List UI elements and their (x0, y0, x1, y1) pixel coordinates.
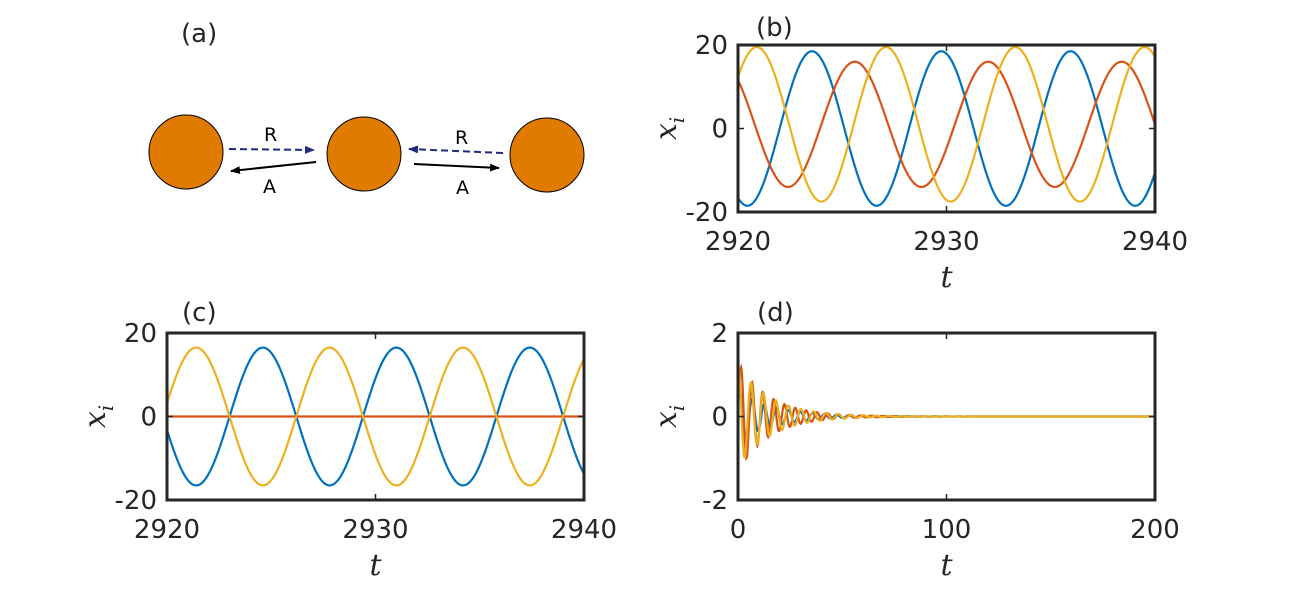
node-2 (326, 116, 402, 192)
x-axis-label: t (940, 260, 953, 295)
repulsive-label-1: R (264, 124, 277, 146)
y-tick-label: -20 (686, 198, 728, 228)
y-tick-label: -2 (702, 486, 728, 516)
plot-c: 2920 2930 2940 20 0 -20 t xi (78, 319, 617, 583)
x-axis-label: t (369, 548, 382, 583)
series-group (738, 45, 1155, 207)
plot-b: 2920 2930 2940 20 0 -20 t xi (649, 31, 1188, 295)
series-group (167, 346, 584, 487)
y-tick-label: 0 (711, 115, 728, 145)
repulsive-label-2: R (455, 127, 468, 149)
y-tick-label: 0 (140, 403, 157, 433)
panel-label-c: (c) (182, 298, 217, 328)
attractive-arrow-2 (413, 163, 500, 172)
x-axis-label: t (940, 548, 953, 583)
series-b-2 (738, 60, 1155, 189)
attractive-arrow-1 (230, 161, 317, 175)
network-diagram: R A R A (148, 114, 585, 199)
y-tick-label: 20 (695, 31, 728, 61)
series-b-1 (738, 50, 1155, 207)
x-tick-label: 2920 (134, 515, 200, 545)
x-tick-label: 2940 (1122, 227, 1188, 257)
series-d-1 (738, 390, 1155, 438)
x-tick-label: 2920 (705, 227, 771, 257)
y-tick-label: 0 (711, 403, 728, 433)
repulsive-arrow-2 (408, 145, 504, 154)
panel-label-d: (d) (757, 298, 794, 328)
series-c-3 (167, 346, 584, 487)
x-tick-label: 100 (922, 515, 972, 545)
node-1 (148, 114, 224, 190)
panel-label-b: (b) (756, 13, 793, 43)
x-tick-label: 200 (1130, 515, 1180, 545)
x-tick-label: 2940 (551, 515, 617, 545)
y-tick-label: 20 (124, 319, 157, 349)
series-d-3 (738, 366, 1155, 459)
y-axis-label: xi (78, 405, 118, 428)
attractive-label-2: A (456, 177, 469, 199)
y-axis-label: xi (649, 405, 689, 428)
series-b-3 (738, 45, 1155, 203)
x-tick-label: 2930 (913, 227, 979, 257)
y-tick-label: 2 (711, 319, 728, 349)
y-tick-label: -20 (115, 486, 157, 516)
attractive-label-1: A (263, 176, 276, 198)
node-3 (509, 117, 585, 193)
y-axis-label: xi (649, 117, 689, 140)
repulsive-arrow-1 (228, 145, 315, 154)
series-c-1 (167, 346, 584, 487)
panel-label-a: (a) (181, 19, 217, 49)
series-group (738, 363, 1155, 462)
x-tick-label: 2930 (342, 515, 408, 545)
x-tick-label: 0 (730, 515, 747, 545)
